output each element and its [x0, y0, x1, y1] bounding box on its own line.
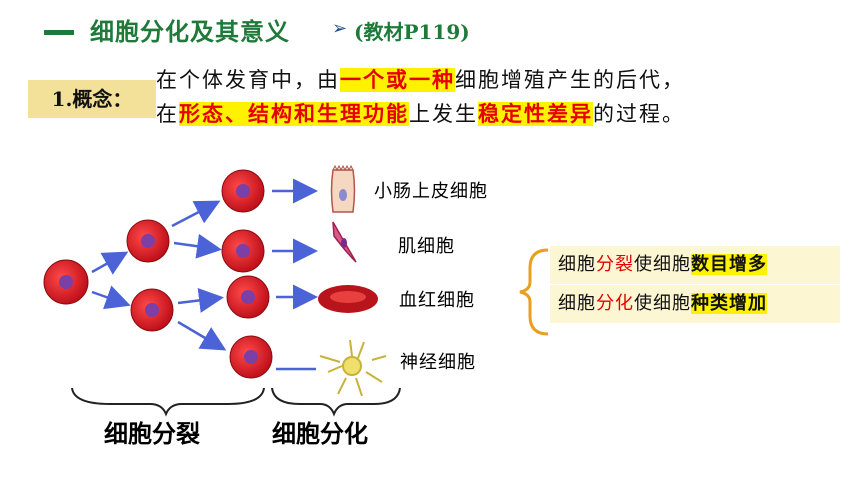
definition-highlight: 稳定性差异 [478, 102, 593, 126]
summary-emphasis: 分化 [596, 293, 634, 314]
definition-text: 在个体发育中，由 [156, 68, 340, 92]
definition-text: 在 [156, 102, 179, 126]
cell-diagram: 小肠上皮细胞 肌细胞 血红细胞 神经细胞 细胞分裂 细胞分化 [43, 164, 549, 448]
cell-type-label: 神经细胞 [400, 352, 476, 373]
textbook-reference: (教材P119) [354, 20, 470, 44]
differentiation-label: 细胞分化 [272, 420, 368, 448]
page-title: 细胞分化及其意义 [90, 18, 290, 46]
muscle-cell-icon [332, 221, 357, 263]
concept-label: 1.概念： [28, 80, 156, 118]
cell-stage-2c [226, 275, 270, 319]
definition-text: 上发生 [409, 102, 478, 126]
summary-highlight: 种类增加 [691, 293, 767, 314]
definition-text: 的过程。 [593, 102, 685, 126]
division-arrows [91, 200, 227, 351]
red-blood-cell-icon [318, 285, 378, 313]
division-label: 细胞分裂 [104, 420, 200, 448]
summary-differentiation: 细胞分化使细胞种类增加 [550, 285, 840, 323]
summary-brace [519, 248, 549, 336]
cell-stage-1b [130, 288, 174, 332]
summary-highlight: 数目增多 [691, 254, 767, 275]
summary-text: 细胞 [558, 293, 596, 314]
cell-type-label: 小肠上皮细胞 [374, 181, 488, 202]
intestinal-epithelial-cell-icon [330, 164, 356, 213]
definition-highlight: 一个或一种 [340, 68, 455, 92]
cell-stage-1a [126, 219, 170, 263]
definition-highlight: 形态、结构和生理功能 [179, 102, 409, 126]
differentiation-brace [271, 387, 401, 417]
division-brace [71, 387, 265, 417]
definition-text: 细胞增殖产生的后代， [455, 68, 685, 92]
cell-stage-0 [43, 259, 89, 305]
summary-emphasis: 分裂 [596, 254, 634, 275]
nerve-cell-icon [319, 339, 387, 397]
cell-type-label: 血红细胞 [399, 290, 475, 311]
cell-type-label: 肌细胞 [398, 236, 455, 257]
summary-division: 细胞分裂使细胞数目增多 [550, 246, 840, 284]
cell-stage-2b [221, 229, 265, 273]
definition-line-1: 在个体发育中，由一个或一种细胞增殖产生的后代， [156, 64, 685, 94]
heading-dash [44, 30, 74, 35]
arrow-right-icon: ➢ [332, 18, 348, 39]
cell-stage-2a [221, 169, 265, 213]
cell-stage-2d [229, 335, 273, 379]
summary-text: 细胞 [558, 254, 596, 275]
definition-line-2: 在形态、结构和生理功能上发生稳定性差异的过程。 [156, 98, 685, 128]
differentiation-arrows [272, 178, 318, 310]
summary-text: 使细胞 [634, 293, 691, 314]
summary-text: 使细胞 [634, 254, 691, 275]
